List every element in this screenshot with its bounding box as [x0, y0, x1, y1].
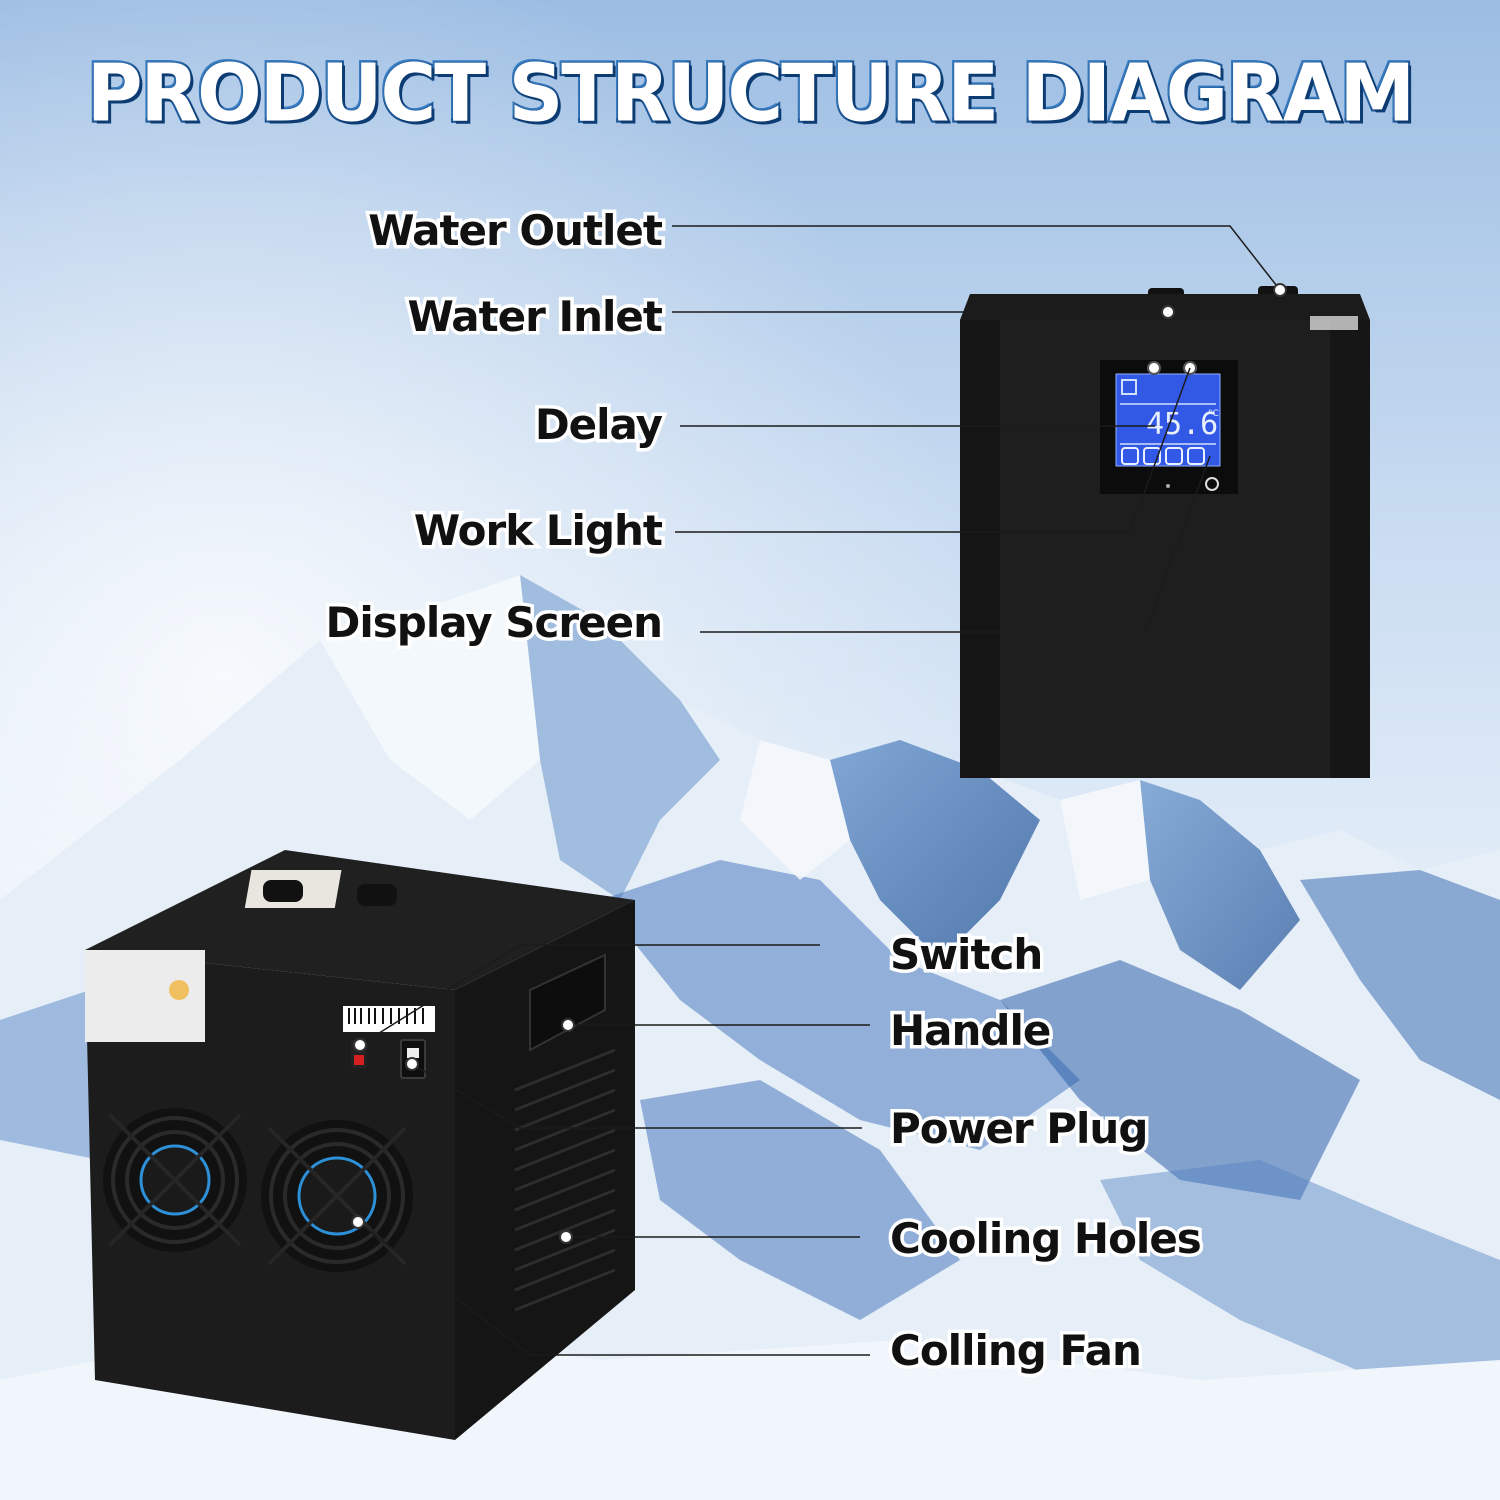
top-water-fitting-1 — [263, 880, 303, 902]
leader-switch — [359, 944, 820, 1046]
work-light-indicator — [1147, 361, 1161, 375]
chiller-front-view: 45.6 °C — [960, 286, 1370, 778]
cooling-fan-right — [261, 1120, 413, 1272]
cooling-holes — [514, 1048, 616, 1312]
display-screen — [1116, 374, 1220, 466]
wifi-icon — [1121, 379, 1137, 395]
power-logo-icon — [1205, 477, 1219, 491]
label-display-screen: Display Screen — [322, 595, 666, 651]
leader-water-outlet — [672, 225, 1281, 291]
cooling-fan-left — [103, 1108, 247, 1252]
cool-icon — [1165, 447, 1183, 465]
label-power-plug: Power Plug — [886, 1101, 1151, 1157]
leader-display-screen — [700, 455, 1211, 633]
leader-cooling-fan — [357, 1221, 870, 1356]
heat-icon — [1143, 447, 1161, 465]
handle — [529, 953, 606, 1052]
leader-power-plug — [411, 1063, 862, 1129]
label-water-outlet: Water Outlet — [365, 203, 667, 259]
label-water-inlet: Water Inlet — [404, 289, 667, 345]
chiller-rear-view — [85, 850, 635, 1440]
label-work-light: Work Light — [410, 503, 666, 559]
label-cooling-holes: Cooling Holes — [887, 1211, 1206, 1267]
mode-icon — [1121, 447, 1139, 465]
label-cooling-fan: Colling Fan — [887, 1323, 1146, 1379]
top-water-fitting-2 — [357, 884, 397, 906]
label-switch: Switch — [886, 927, 1046, 983]
temperature-readout: 45.6 — [1146, 407, 1218, 442]
set-icon — [1187, 447, 1205, 465]
page-title: PRODUCT STRUCTURE DIAGRAM — [85, 44, 1417, 142]
label-handle: Handle — [886, 1003, 1054, 1059]
leader-work-light — [675, 367, 1191, 533]
svg-text:°C: °C — [1208, 409, 1219, 419]
label-delay: Delay — [531, 397, 666, 453]
